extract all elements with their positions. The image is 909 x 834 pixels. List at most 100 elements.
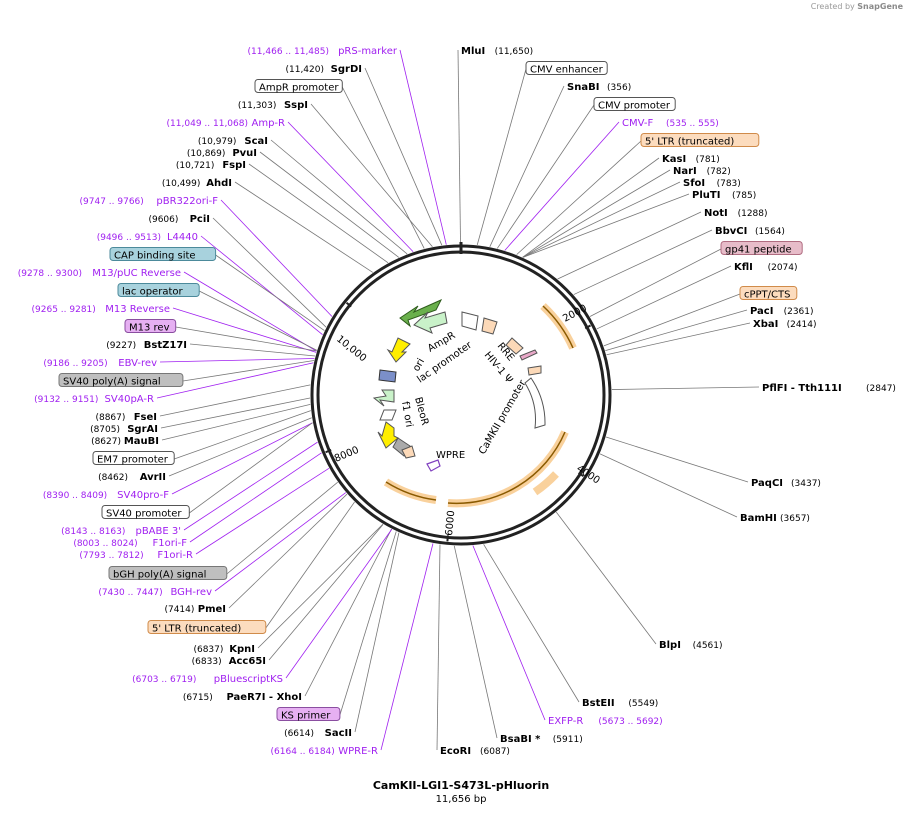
leader-line xyxy=(472,545,546,721)
leader-line xyxy=(483,544,580,703)
leader-line xyxy=(380,543,434,751)
site-position: (4561) xyxy=(693,641,723,651)
leader-line xyxy=(168,417,312,477)
leader-lines xyxy=(156,49,760,751)
site-position: (8867) xyxy=(95,413,125,423)
inner-label-bleor: BleoR xyxy=(412,396,430,427)
primer-name: BGH-rev xyxy=(170,587,212,598)
site-position: (8705) xyxy=(90,425,120,435)
site-position: (781) xyxy=(696,155,720,165)
site-name: KflI xyxy=(734,262,753,273)
site-name: XbaI xyxy=(753,319,778,330)
leader-line xyxy=(399,49,447,245)
primer-position: (8003 .. 8024) xyxy=(73,539,137,549)
primer-position: (6703 .. 6719) xyxy=(132,675,196,685)
leader-line xyxy=(522,169,671,258)
leader-line xyxy=(160,397,311,429)
primer-name: F1ori-F xyxy=(153,538,188,549)
primer-position: (8390 .. 8409) xyxy=(43,491,107,501)
leader-line xyxy=(175,326,317,352)
primer-position: (11,466 .. 11,485) xyxy=(248,47,329,57)
leader-line xyxy=(611,386,760,390)
site-name: PmeI xyxy=(198,604,226,615)
site-name: SnaBI xyxy=(567,82,599,93)
site-position: (3657) xyxy=(780,514,810,524)
site-position: (6087) xyxy=(480,747,510,757)
site-name: BamHI xyxy=(740,513,777,524)
feature-wpre xyxy=(426,459,441,472)
site-position: (2414) xyxy=(787,320,817,330)
primer-position: (5673 .. 5692) xyxy=(598,717,662,727)
primer-name: pRS-marker xyxy=(338,46,398,57)
leader-line xyxy=(504,121,620,251)
feature-box xyxy=(124,319,177,333)
site-position: (1564) xyxy=(755,227,785,237)
primer-name: M13 Reverse xyxy=(105,304,170,315)
leader-line xyxy=(605,436,749,483)
inner-label-wpre: WPRE xyxy=(436,450,465,461)
site-name: SacII xyxy=(325,728,352,739)
site-name: AvrII xyxy=(140,472,166,483)
site-name: MauBI xyxy=(124,436,159,447)
feature-label: lac operator xyxy=(122,287,183,298)
feature-box xyxy=(720,241,803,255)
primer-position: (9747 .. 9766) xyxy=(80,197,144,207)
primer-position: (6164 .. 6184) xyxy=(271,747,335,757)
leader-line xyxy=(199,290,317,351)
primer-position: (9132 .. 9151) xyxy=(34,395,98,405)
feature-label: KS primer xyxy=(281,711,331,722)
feature-label: CMV enhancer xyxy=(530,65,604,76)
leader-line xyxy=(195,467,330,555)
feature-arc-3ltr-line xyxy=(385,481,437,501)
site-name: FseI xyxy=(134,412,157,423)
feature-arc-lgi1-line xyxy=(447,431,566,505)
leader-line xyxy=(287,121,414,253)
site-position: (11,420) xyxy=(285,65,324,75)
leader-line xyxy=(215,254,325,331)
leader-line xyxy=(172,307,317,353)
site-position: (3437) xyxy=(791,479,821,489)
leader-line xyxy=(476,68,527,245)
feature-label: M13 rev xyxy=(129,323,170,334)
leader-line xyxy=(220,199,333,317)
site-name: SgrDI xyxy=(331,64,362,75)
feature-f1-ori xyxy=(377,421,399,449)
leader-line xyxy=(496,104,595,249)
primer-name: CMV-F xyxy=(622,118,653,129)
primer-position: (7793 .. 7812) xyxy=(79,551,143,561)
leader-line xyxy=(200,235,323,336)
feature-ampr-arrow xyxy=(399,298,443,328)
feature-box xyxy=(525,61,608,75)
leader-line xyxy=(364,67,443,246)
credit-prefix: Created by xyxy=(810,2,855,11)
primer-position: (535 .. 555) xyxy=(666,119,719,129)
leader-line xyxy=(259,151,400,258)
leader-line xyxy=(161,403,311,441)
site-position: (8462) xyxy=(98,473,128,483)
leader-line xyxy=(265,501,355,629)
leader-line xyxy=(603,293,741,347)
leader-line xyxy=(159,358,315,363)
site-name: FspI xyxy=(222,160,246,171)
primer-position: (7430 .. 7447) xyxy=(98,588,162,598)
site-position: (785) xyxy=(732,191,756,201)
feature-arc-3ltr xyxy=(383,478,437,504)
leader-line xyxy=(183,441,318,531)
leader-line xyxy=(234,181,374,273)
site-name: NarI xyxy=(673,166,697,177)
site-position: (6833) xyxy=(192,657,222,667)
leader-line xyxy=(189,422,313,514)
feature-box xyxy=(147,620,267,634)
leader-line xyxy=(285,528,393,679)
leader-line xyxy=(268,524,384,661)
leader-line xyxy=(606,322,751,356)
site-position: (356) xyxy=(607,83,631,93)
primer-position: (9186 .. 9205) xyxy=(43,359,107,369)
site-name: PflFI - Tth111I xyxy=(762,383,842,394)
feature-arc-phluorin xyxy=(532,471,559,496)
site-name: KasI xyxy=(662,154,686,165)
scale-tick xyxy=(584,324,591,330)
leader-line xyxy=(189,452,322,543)
leader-line xyxy=(310,103,433,247)
feature-hiv-psi xyxy=(519,349,538,361)
